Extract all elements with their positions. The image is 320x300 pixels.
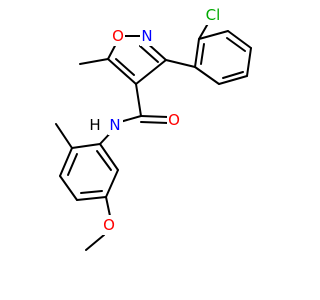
atom-label-n-ring: N: [141, 27, 152, 45]
bond-aryl-inner-b: [226, 37, 246, 52]
bond-n-c3-double: [139, 45, 159, 63]
bond-c4-c5-double: [115, 58, 135, 76]
atom-label-o-carbonyl: O: [168, 111, 180, 129]
atom-label-h-amide: H: [89, 116, 100, 134]
bond-aryl-3: [246, 47, 252, 77]
bond-ring2-1: [71, 143, 101, 149]
bond-c3-c4: [135, 59, 167, 85]
bond-ring2-methyl: [55, 123, 73, 149]
bond-c5-methyl: [79, 58, 109, 65]
bond-c4-carbonyl: [135, 83, 142, 117]
atom-label-layer: O N Cl O N H O: [88, 5, 225, 235]
bond-aryl-inner-c: [200, 43, 205, 65]
bond-ring2-3: [59, 175, 78, 201]
atom-label-cl: Cl: [206, 6, 221, 24]
bond-aryl-6: [194, 38, 200, 68]
bond-layer: [55, 19, 252, 251]
molecule-canvas: O N Cl O N H O: [55, 5, 252, 251]
bond-c3-aryl: [165, 59, 196, 68]
bond-aryl-1: [194, 66, 220, 85]
structure-diagram: O N Cl O N H O: [55, 5, 252, 251]
bond-carbonyl-n: [119, 115, 142, 123]
bond-ring2-5: [105, 169, 119, 198]
bond-ring2-inner-b: [80, 190, 103, 194]
bond-ring2-2: [59, 147, 73, 177]
atom-label-o-ring: O: [112, 27, 124, 45]
bond-ring2-o-methoxy: [105, 196, 111, 217]
bond-aryl-5: [198, 30, 229, 40]
bond-c4-c5: [107, 58, 137, 85]
bond-aryl-4: [227, 30, 252, 49]
bond-ring2-6: [99, 143, 119, 171]
bond-ring2-inner-a: [67, 153, 78, 176]
atom-label-n-amide: N: [109, 116, 120, 134]
bond-ring2-inner-c: [96, 150, 112, 171]
bond-ring2-4: [76, 196, 107, 201]
bond-o-methyl: [85, 234, 105, 251]
bond-aryl-inner-a: [222, 71, 244, 79]
bond-aryl-2: [218, 75, 248, 85]
bond-c-o-carbonyl: [140, 115, 169, 118]
bond-c-o-carbonyl-double: [140, 121, 169, 124]
atom-label-o-methoxy: O: [103, 216, 115, 234]
